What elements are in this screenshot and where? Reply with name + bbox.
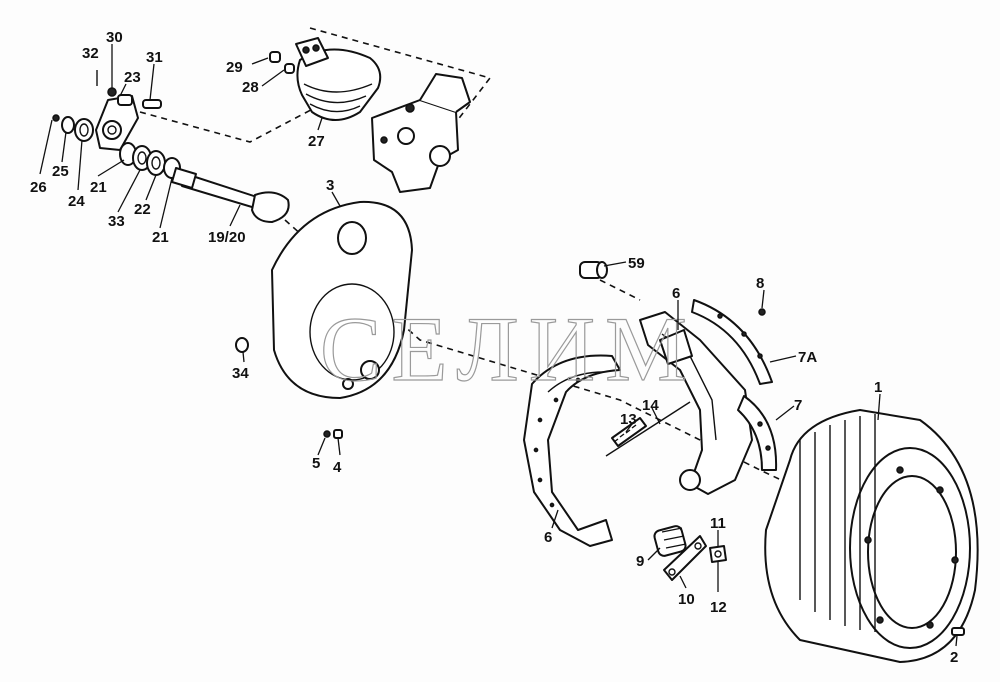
brake-lining-upper [691, 299, 773, 385]
callout-3: 3 [326, 177, 334, 194]
plug [235, 337, 249, 353]
leader-lines [39, 44, 958, 647]
return-springs [605, 401, 691, 457]
brake-chamber [295, 37, 382, 121]
nut-and-washer [709, 545, 727, 563]
assembly-line-camshaft [139, 91, 346, 143]
callout-23: 23 [124, 69, 141, 86]
callout-10: 10 [678, 591, 695, 608]
callout-25: 25 [52, 163, 69, 180]
callout-2: 2 [950, 649, 958, 666]
callout-28: 28 [242, 79, 259, 96]
brake-lining-lower [737, 395, 778, 471]
callout-6-bottom: 6 [544, 529, 552, 546]
callout-1: 1 [874, 379, 882, 396]
callout-27: 27 [308, 133, 325, 150]
callout-32: 32 [82, 45, 99, 62]
callout-21b: 21 [152, 229, 169, 246]
callout-11: 11 [710, 515, 726, 532]
camshaft-bushings [119, 142, 181, 179]
shoe-roller [653, 525, 687, 557]
callout-5: 5 [312, 455, 320, 472]
callout-6-top: 6 [672, 285, 680, 302]
callout-8: 8 [756, 275, 764, 292]
callout-22: 22 [134, 201, 151, 218]
assembly-line-pin [599, 279, 641, 301]
callout-33: 33 [108, 213, 125, 230]
drum-screw [951, 627, 965, 636]
callout-59: 59 [628, 255, 645, 272]
brake-shoe-lower [523, 354, 621, 547]
callouts: 30 32 31 23 26 25 24 21 33 22 21 19/20 2… [30, 29, 958, 666]
backing-plate [271, 200, 413, 399]
callout-26: 26 [30, 179, 47, 196]
brake-drum [764, 409, 979, 663]
adjuster-bolt [96, 70, 162, 109]
callout-21a: 21 [90, 179, 107, 196]
chamber-nuts [269, 51, 295, 74]
callout-34: 34 [232, 365, 249, 382]
rivet [758, 308, 766, 316]
watermark: СЕЛИМ [320, 298, 697, 400]
callout-30: 30 [106, 29, 123, 46]
callout-7a: 7A [798, 349, 817, 366]
callout-9: 9 [636, 553, 644, 570]
shoe-link [663, 535, 707, 581]
brake-shoe-upper [639, 311, 753, 495]
callout-14: 14 [642, 397, 659, 414]
callout-4: 4 [333, 459, 342, 476]
anchor-pin [579, 261, 608, 279]
chamber-bracket [371, 73, 471, 193]
washers-group [52, 114, 94, 142]
callout-12: 12 [710, 599, 727, 616]
callout-29: 29 [226, 59, 243, 76]
callout-31: 31 [146, 49, 163, 66]
bolt-and-nut [323, 429, 343, 439]
camshaft [171, 167, 290, 223]
callout-19-20: 19/20 [208, 229, 246, 246]
slack-adjuster [95, 94, 139, 151]
callout-7: 7 [794, 397, 802, 414]
callout-13: 13 [620, 411, 637, 428]
callout-24: 24 [68, 193, 85, 210]
